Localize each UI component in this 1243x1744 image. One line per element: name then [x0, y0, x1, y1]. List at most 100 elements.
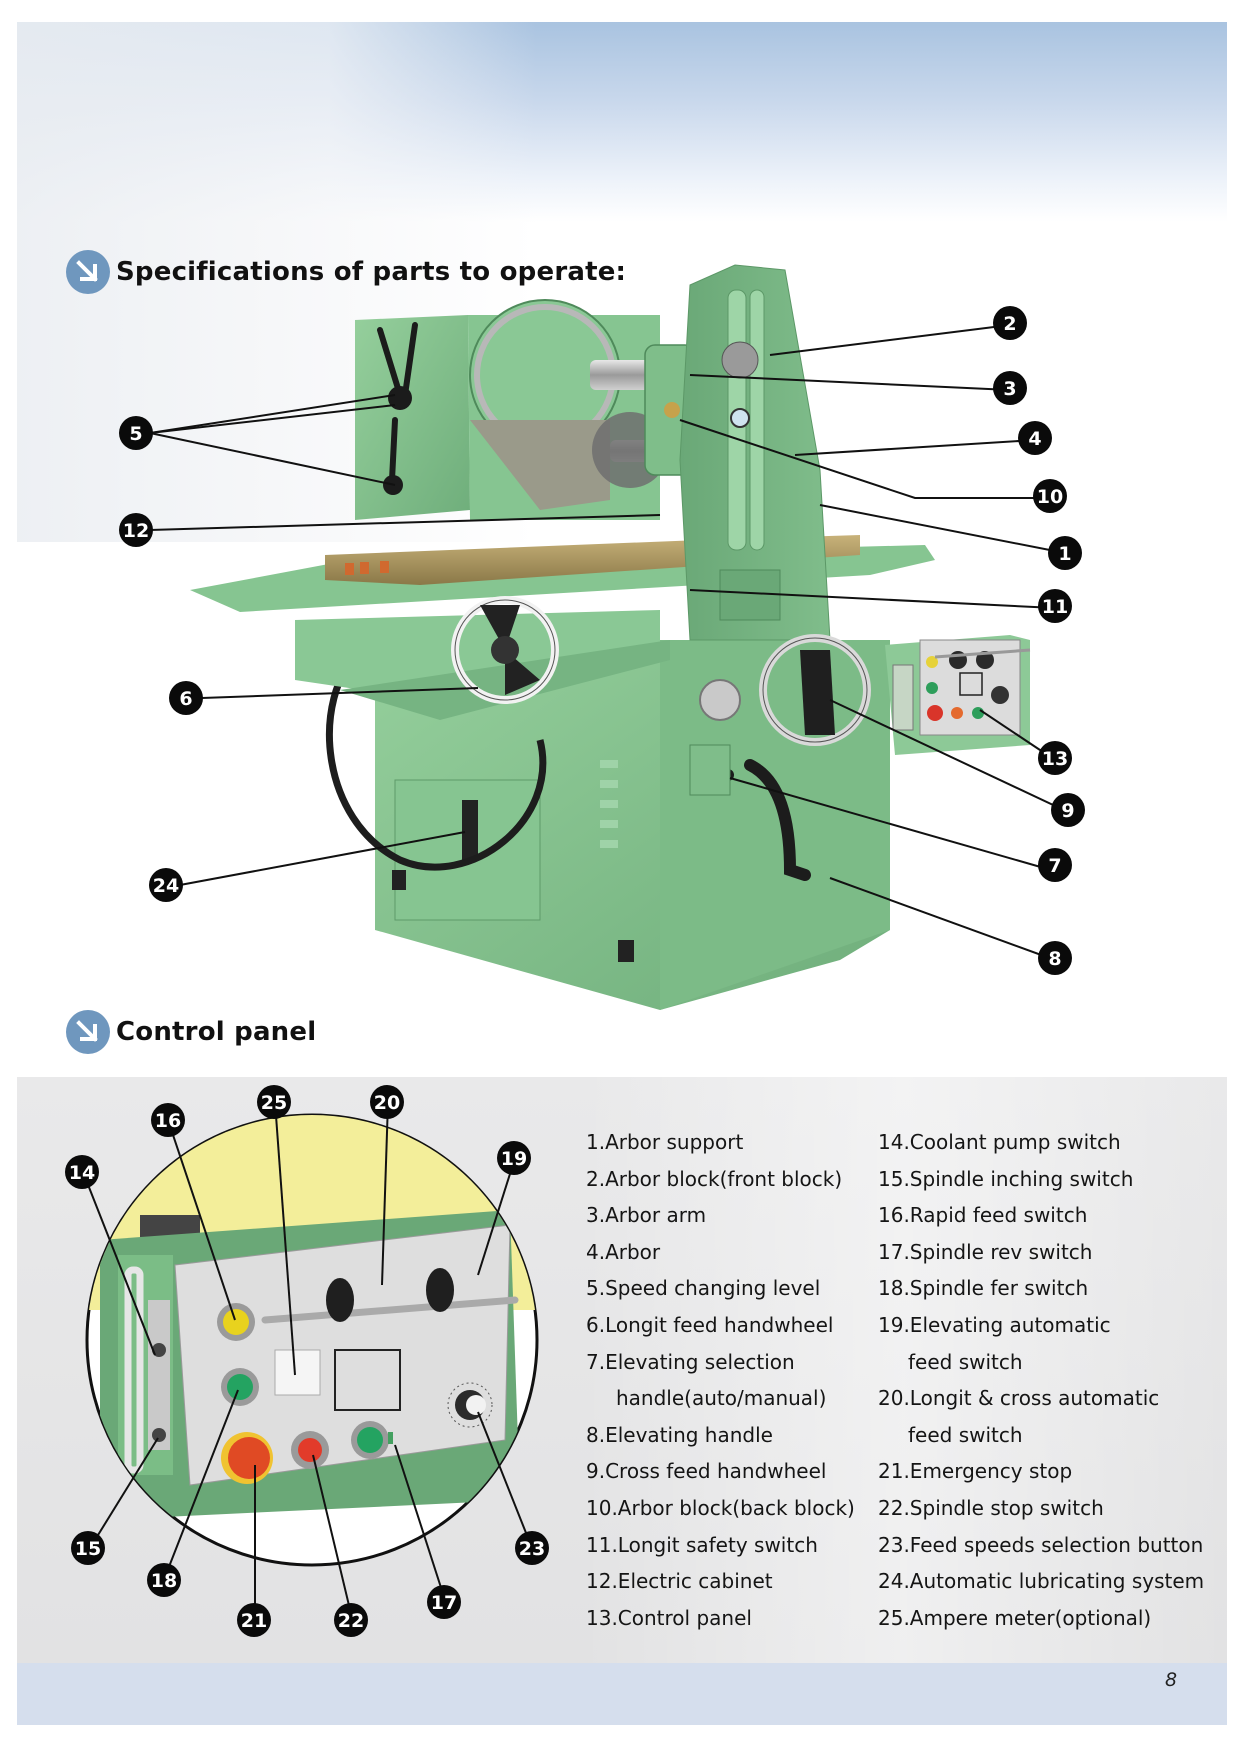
lubrication-window — [462, 800, 478, 860]
coolant-pump-switch — [152, 1343, 166, 1357]
callout-label-19: 19 — [501, 1148, 527, 1170]
callout-badge-6 — [169, 681, 203, 715]
callout-badge-15 — [71, 1531, 105, 1565]
callout-badge-11 — [1038, 589, 1072, 623]
control-panel-title: Control panel — [116, 1017, 317, 1047]
control-panel-heading: Control panel — [66, 1010, 316, 1054]
legend-item: 2.Arbor block(front block) — [586, 1166, 843, 1191]
rapid-feed-button — [223, 1309, 249, 1335]
callout-badge-10 — [1033, 479, 1067, 513]
legend-item: 5.Speed changing level — [586, 1276, 821, 1301]
panel-leader-lines — [82, 1101, 533, 1619]
coolant-hose — [325, 647, 547, 871]
callout-label-20: 20 — [374, 1092, 400, 1114]
callout-badge-5 — [119, 416, 153, 450]
legend-item: 21.Emergency stop — [878, 1459, 1073, 1484]
spindle-inching-switch — [152, 1428, 166, 1442]
callout-badge-18 — [147, 1563, 181, 1597]
legend-item: 24.Automatic lubricating system — [878, 1569, 1205, 1594]
legend-item: 19.Elevating automatic — [878, 1312, 1111, 1337]
elevating-feed-lever — [426, 1268, 454, 1312]
callout-badge-2 — [993, 306, 1027, 340]
legend-item: 9.Cross feed handwheel — [586, 1459, 827, 1484]
machine-column — [355, 315, 470, 520]
callout-label-6: 6 — [179, 688, 192, 710]
callout-label-1: 1 — [1058, 543, 1071, 565]
legend-item: 17.Spindle rev switch — [878, 1239, 1093, 1264]
callout-badge-21 — [237, 1603, 271, 1637]
spindle-fwd-button — [227, 1374, 253, 1400]
spindle-stop-button — [298, 1438, 322, 1462]
legend-highlight — [580, 1077, 1227, 1665]
callout-label-23: 23 — [519, 1538, 545, 1560]
legend-item: 10.Arbor block(back block) — [586, 1495, 855, 1520]
milling-machine-image — [190, 264, 1031, 1010]
machine-base-side — [660, 640, 890, 1010]
callout-label-18: 18 — [151, 1570, 177, 1592]
callout-badge-7 — [1038, 848, 1072, 882]
emergency-stop-button — [228, 1437, 270, 1479]
legend-item: 8.Elevating handle — [586, 1422, 773, 1447]
callout-badge-24 — [149, 868, 183, 902]
arrow-down-right-icon — [66, 1010, 110, 1054]
callout-badge-3 — [993, 371, 1027, 405]
arrow-down-right-icon — [66, 250, 110, 294]
legend-item: 14.Coolant pump switch — [878, 1130, 1121, 1154]
feed-speed-knob — [466, 1395, 486, 1415]
callout-label-16: 16 — [155, 1110, 181, 1132]
callout-badge-9 — [1051, 793, 1085, 827]
legend-item-continuation: handle(auto/manual) — [616, 1386, 827, 1411]
callout-badge-16 — [151, 1103, 185, 1137]
legend-item-continuation: feed switch — [908, 1422, 1023, 1447]
callout-badge-12 — [119, 513, 153, 547]
legend-item: 11.Longit safety switch — [586, 1532, 818, 1557]
callout-label-22: 22 — [338, 1610, 364, 1632]
parts-legend-left-column: 1.Arbor support 2.Arbor block(front bloc… — [586, 1124, 855, 1636]
callout-label-10: 10 — [1037, 486, 1063, 508]
footer-band — [17, 1663, 1227, 1725]
legend-item: 16.Rapid feed switch — [878, 1203, 1088, 1228]
legend-item: 12.Electric cabinet — [586, 1569, 773, 1594]
legend-item: 22.Spindle stop switch — [878, 1495, 1104, 1520]
ampere-meter — [274, 1349, 321, 1396]
legend-item: 25.Ampere meter(optional) — [878, 1605, 1152, 1630]
callout-label-17: 17 — [431, 1592, 457, 1614]
callout-badge-23 — [515, 1531, 549, 1565]
dial — [699, 679, 741, 721]
side-control-panel — [885, 635, 1031, 755]
callout-label-9: 9 — [1061, 800, 1074, 822]
callout-label-24: 24 — [153, 875, 179, 897]
callout-badge-1 — [1048, 536, 1082, 570]
callout-label-8: 8 — [1048, 948, 1061, 970]
legend-item: 3.Arbor arm — [586, 1203, 707, 1228]
callout-badge-13 — [1038, 741, 1072, 775]
callout-label-11: 11 — [1042, 596, 1068, 618]
callout-label-25: 25 — [261, 1092, 287, 1114]
control-panel-closeup-image — [85, 1113, 539, 1567]
legend-item: 7.Elevating selection — [586, 1349, 795, 1374]
callout-label-4: 4 — [1028, 428, 1041, 450]
callout-label-13: 13 — [1042, 748, 1068, 770]
callout-badge-20 — [370, 1085, 404, 1119]
cutter-guard — [470, 420, 610, 510]
specifications-title: Specifications of parts to operate: — [116, 257, 627, 287]
legend-item: 18.Spindle fer switch — [878, 1276, 1089, 1301]
longit-cross-feed-lever — [326, 1278, 354, 1322]
callout-label-3: 3 — [1003, 378, 1016, 400]
legend-item: 23.Feed speeds selection button — [878, 1532, 1204, 1557]
elevating-handle — [744, 759, 811, 881]
legend-item: 4.Arbor — [586, 1239, 661, 1264]
callout-badge-19 — [497, 1141, 531, 1175]
callout-label-12: 12 — [123, 520, 149, 542]
legend-item: 6.Longit feed handwheel — [586, 1312, 834, 1337]
callout-badge-14 — [65, 1155, 99, 1189]
legend-item: 1.Arbor support — [586, 1130, 744, 1154]
page-number: 8 — [1165, 1669, 1178, 1691]
callout-badge-8 — [1038, 941, 1072, 975]
machine-knee — [295, 610, 660, 700]
callout-badge-25 — [257, 1085, 291, 1119]
callout-label-2: 2 — [1003, 313, 1016, 335]
legend-item: 20.Longit & cross automatic — [878, 1386, 1160, 1411]
